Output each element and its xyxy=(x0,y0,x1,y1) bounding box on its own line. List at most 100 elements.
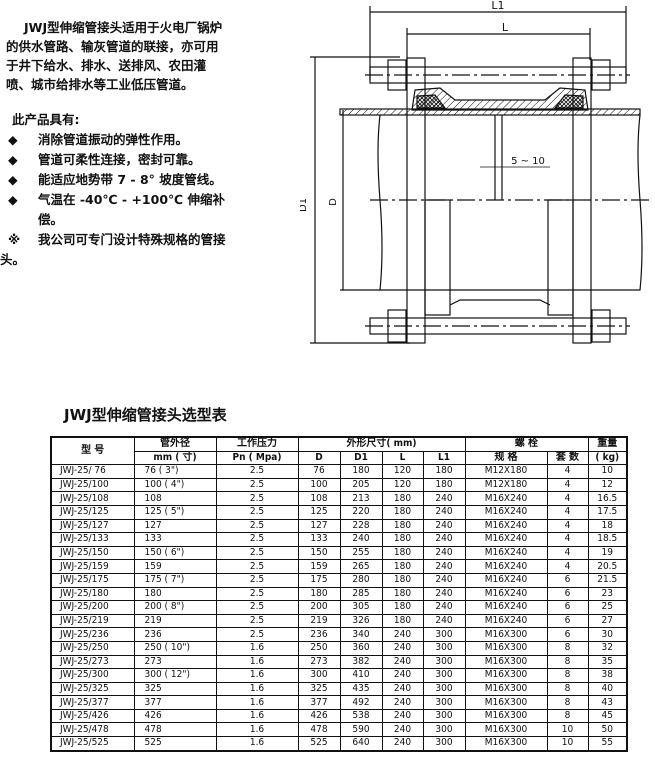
cell-L: 180 xyxy=(381,532,424,547)
cell-L: 180 xyxy=(381,586,424,602)
cell-L: 180 xyxy=(381,572,424,588)
cell-bolt-qty: 4 xyxy=(546,559,589,574)
cell-outer-diameter: 250 ( 10") xyxy=(133,640,217,656)
cell-weight: 23 xyxy=(587,586,628,602)
cell-D1: 360 xyxy=(339,640,383,656)
cell-outer-diameter: 150 ( 6") xyxy=(133,545,217,561)
cell-weight: 16.5 xyxy=(587,491,628,506)
cell-weight: 12 xyxy=(587,477,628,493)
cell-outer-diameter: 127 xyxy=(133,518,217,534)
cell-bolt-spec: M16X300 xyxy=(464,654,548,670)
cell-D1: 265 xyxy=(339,559,383,574)
cell-D: 100 xyxy=(297,477,341,493)
cell-L1: 240 xyxy=(422,532,466,547)
cell-L1: 300 xyxy=(422,722,466,738)
cell-bolt-qty: 4 xyxy=(546,532,589,547)
cell-model: JWJ-25/236 xyxy=(50,627,135,642)
feature-item: ◆消除管道振动的弹性作用。 xyxy=(8,130,233,150)
header-pressure-unit: Pn ( Mpa) xyxy=(215,450,299,466)
cell-D1: 213 xyxy=(339,491,383,506)
cell-L1: 240 xyxy=(422,586,466,602)
cell-pressure: 2.5 xyxy=(215,518,299,534)
cell-bolt-qty: 6 xyxy=(546,572,589,588)
note-item: ※ 我公司可专门设计特殊规格的管接 xyxy=(8,230,233,250)
bottom-bolt xyxy=(365,309,630,343)
cell-bolt-qty: 8 xyxy=(546,640,589,656)
cell-L: 240 xyxy=(381,722,424,738)
cell-D1: 305 xyxy=(339,600,383,615)
dim-L: L xyxy=(406,21,591,60)
cell-bolt-spec: M16X300 xyxy=(464,695,548,710)
header-dims: 外形尺寸( mm) xyxy=(297,436,466,452)
table-title: JWJ型伸缩管接头选型表 xyxy=(64,406,227,424)
cell-pressure: 1.6 xyxy=(215,668,299,683)
flanges xyxy=(406,57,592,344)
sleeve xyxy=(411,87,589,111)
cell-bolt-spec: M16X240 xyxy=(464,613,548,629)
cell-bolt-qty: 6 xyxy=(546,586,589,602)
cell-model: JWJ-25/250 xyxy=(50,640,135,656)
feature-text: 能适应地势带 7 - 8° 坡度管线。 xyxy=(38,172,222,187)
cell-outer-diameter: 125 ( 5") xyxy=(133,504,217,520)
cell-model: JWJ-25/377 xyxy=(50,695,135,710)
cell-D: 426 xyxy=(297,708,341,724)
cell-outer-diameter: 76 ( 3") xyxy=(133,464,217,479)
cell-L1: 240 xyxy=(422,572,466,588)
cell-bolt-spec: M16X300 xyxy=(464,640,548,656)
header-D: D xyxy=(297,450,341,466)
header-weight-unit: ( kg) xyxy=(587,450,628,466)
cell-model: JWJ-25/300 xyxy=(50,668,135,683)
cell-bolt-spec: M16X240 xyxy=(464,559,548,574)
cell-pressure: 2.5 xyxy=(215,572,299,588)
cell-D1: 240 xyxy=(339,532,383,547)
cell-model: JWJ-25/180 xyxy=(50,586,135,602)
cell-bolt-qty: 8 xyxy=(546,708,589,724)
selection-table: 型 号 管外径 工作压力 外形尺寸( mm) 螺 栓 重量 mm ( 寸) Pn… xyxy=(50,436,628,752)
cell-weight: 18 xyxy=(587,518,628,534)
cell-D1: 640 xyxy=(339,736,383,752)
cell-D: 159 xyxy=(297,559,341,574)
cell-outer-diameter: 325 xyxy=(133,681,217,697)
cell-bolt-spec: M16X240 xyxy=(464,532,548,547)
cell-D: 219 xyxy=(297,613,341,629)
cell-bolt-qty: 10 xyxy=(546,722,589,738)
cell-model: JWJ-25/108 xyxy=(50,491,135,506)
cell-bolt-qty: 4 xyxy=(546,504,589,520)
cell-outer-diameter: 525 xyxy=(133,736,217,752)
cell-pressure: 2.5 xyxy=(215,477,299,493)
cell-D1: 590 xyxy=(339,722,383,738)
cell-D: 76 xyxy=(297,464,341,479)
cell-D: 377 xyxy=(297,695,341,710)
cell-L1: 300 xyxy=(422,708,466,724)
cell-pressure: 2.5 xyxy=(215,504,299,520)
header-qty: 套 数 xyxy=(546,450,589,466)
cell-L: 120 xyxy=(381,477,424,493)
cell-weight: 50 xyxy=(587,722,628,738)
cell-bolt-spec: M16X240 xyxy=(464,545,548,561)
cell-outer-diameter: 133 xyxy=(133,532,217,547)
cell-model: JWJ-25/125 xyxy=(50,504,135,520)
cell-model: JWJ-25/219 xyxy=(50,613,135,629)
dim-D: D xyxy=(328,110,380,291)
cell-D1: 180 xyxy=(339,464,383,479)
cell-D: 250 xyxy=(297,640,341,656)
cell-D: 180 xyxy=(297,586,341,602)
cell-D: 125 xyxy=(297,504,341,520)
cell-weight: 32 xyxy=(587,640,628,656)
cell-model: JWJ-25/133 xyxy=(50,532,135,547)
cell-bolt-qty: 4 xyxy=(546,518,589,534)
header-od: 管外径 xyxy=(133,436,217,452)
header-weight: 重量 xyxy=(587,436,628,452)
cell-model: JWJ-25/426 xyxy=(50,708,135,724)
cell-L: 240 xyxy=(381,736,424,752)
cell-weight: 30 xyxy=(587,627,628,642)
cell-model: JWJ-25/175 xyxy=(50,572,135,588)
cell-D: 133 xyxy=(297,532,341,547)
cell-outer-diameter: 100 ( 4") xyxy=(133,477,217,493)
